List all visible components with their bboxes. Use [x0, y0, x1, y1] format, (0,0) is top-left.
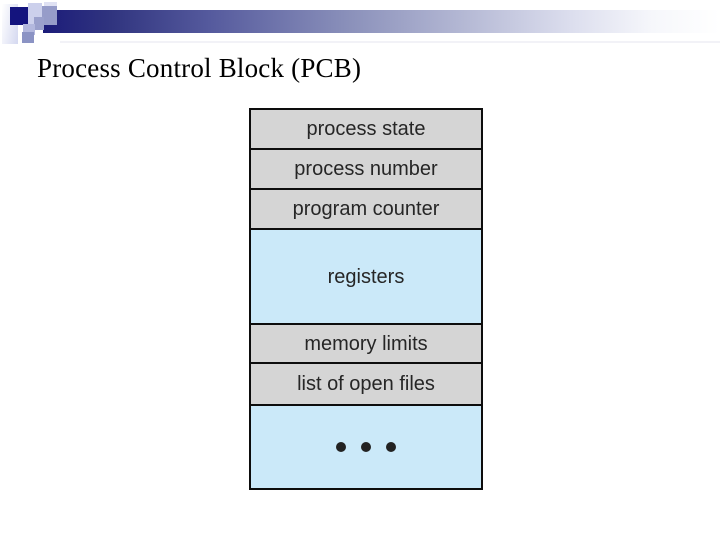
corner-square-small-slate [34, 17, 44, 30]
pcb-row-label: registers [327, 265, 405, 288]
pcb-row-label: process number [294, 158, 438, 180]
pcb-row-label: process state [306, 118, 426, 140]
header-underline [60, 41, 720, 43]
pcb-row-memory-limits: memory limits [251, 325, 481, 364]
header-gradient-bar [43, 10, 720, 33]
corner-square-navy [10, 7, 28, 25]
ellipsis-dots [336, 442, 396, 452]
page-title: Process Control Block (PCB) [37, 53, 362, 83]
pcb-row-list-of-open-files: list of open files [251, 364, 481, 406]
pcb-row-program-counter: program counter [251, 190, 481, 230]
pcb-row-process-state: process state [251, 110, 481, 150]
pcb-row-label: program counter [292, 198, 440, 220]
corner-square-mid-lavender [23, 24, 35, 35]
dot [386, 442, 396, 452]
pcb-row-process-number: process number [251, 150, 481, 190]
corner-square-small-dark [22, 32, 34, 43]
pcb-row-label: list of open files [297, 373, 435, 395]
dot [336, 442, 346, 452]
dot [361, 442, 371, 452]
pcb-row-registers: registers [251, 230, 481, 325]
pcb-diagram: process state process number program count… [249, 108, 483, 490]
pcb-row-label: memory limits [304, 332, 428, 355]
corner-square-slate [42, 6, 57, 25]
pcb-row-ellipsis [251, 406, 481, 488]
